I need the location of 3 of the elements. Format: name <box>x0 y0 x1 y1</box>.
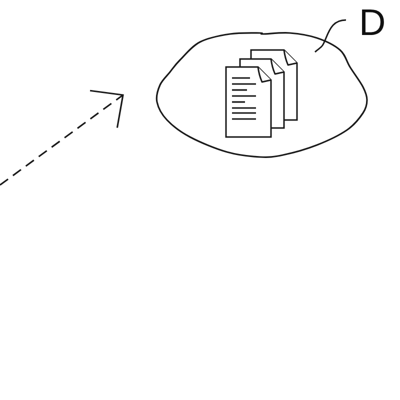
arrow <box>0 90 124 186</box>
leader-line <box>314 19 346 53</box>
reference-letter: D <box>359 4 386 41</box>
